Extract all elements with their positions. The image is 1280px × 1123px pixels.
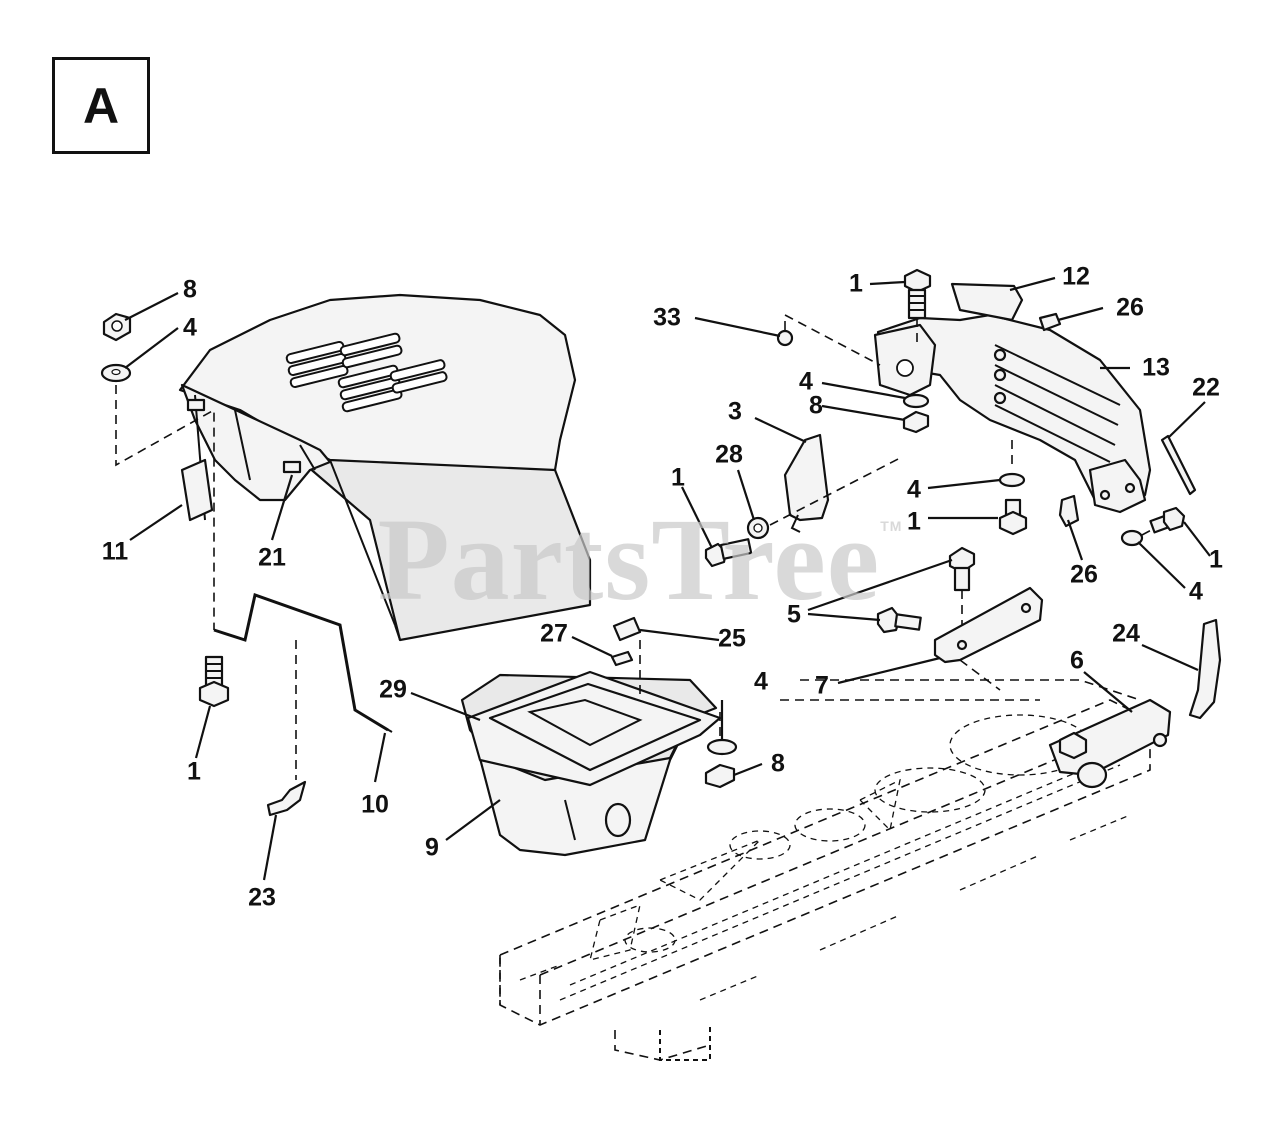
cap-33 [776,329,794,347]
bracket-24 [1188,618,1222,720]
bracket-23 [266,780,307,817]
nut-grille [902,410,930,434]
strip-22 [1160,434,1197,496]
callout-8-grille: 8 [809,391,823,420]
callout-10: 10 [361,790,389,819]
callout-29: 29 [379,675,407,704]
callout-4-top-left: 4 [183,313,197,342]
hood [178,293,592,642]
bracket-3 [783,433,830,522]
clip-26-lower [1058,494,1080,528]
bolt-left [198,655,230,708]
callout-12: 12 [1062,262,1090,291]
callout-4-center: 4 [754,667,768,696]
callout-1-top: 1 [849,269,863,298]
grille [873,313,1152,514]
nut-and-washer-left [100,312,132,383]
callout-6: 6 [1070,646,1084,675]
callout-1-left: 1 [187,757,201,786]
callout-24: 24 [1112,619,1140,648]
callout-11: 11 [101,537,129,566]
washer-center [706,738,738,756]
bracket-6 [1048,698,1172,789]
callout-21: 21 [258,543,286,572]
battery-box [460,670,722,857]
bolt-5-lower [876,606,922,634]
callout-13: 13 [1142,353,1170,382]
callout-8-center: 8 [771,749,785,778]
callout-33: 33 [653,303,681,332]
callout-1-right-mid: 1 [907,507,921,536]
callout-4-far-right: 4 [1189,577,1203,606]
support-rod [213,593,389,732]
bolt-far-right [1149,506,1186,534]
callout-4-right: 4 [907,475,921,504]
plate-12 [950,282,1024,322]
bolt-right-mid [998,498,1028,536]
leader-lines [124,276,1211,881]
callout-1-far-right: 1 [1209,545,1223,574]
section-label: A [82,77,120,134]
section-label-box: A [52,57,150,154]
bumper-pad [180,458,214,522]
bracket-7 [933,586,1044,664]
callout-22: 22 [1192,373,1220,402]
washer-far-right [1120,529,1144,547]
callout-26-lower: 26 [1070,560,1098,589]
callout-8-top-left: 8 [183,275,197,304]
callout-7: 7 [815,671,829,700]
bolt-top [903,268,932,320]
callout-26-top: 26 [1116,293,1144,322]
callout-9: 9 [425,833,439,862]
callout-3: 3 [728,397,742,426]
callout-27: 27 [540,619,568,648]
clip-26-top [1038,312,1062,332]
callout-4-grille: 4 [799,367,813,396]
washer-right [998,472,1026,488]
callout-28: 28 [715,440,743,469]
callout-23: 23 [248,883,276,912]
clip-27 [610,650,634,667]
bolt-28 [704,516,770,568]
bolt-5-upper [948,546,976,592]
callout-5: 5 [787,600,801,629]
nut-center [704,763,736,789]
callout-25: 25 [718,624,746,653]
washer-grille [902,393,930,409]
plate-25 [612,616,642,642]
callout-1-bracket: 1 [671,463,685,492]
